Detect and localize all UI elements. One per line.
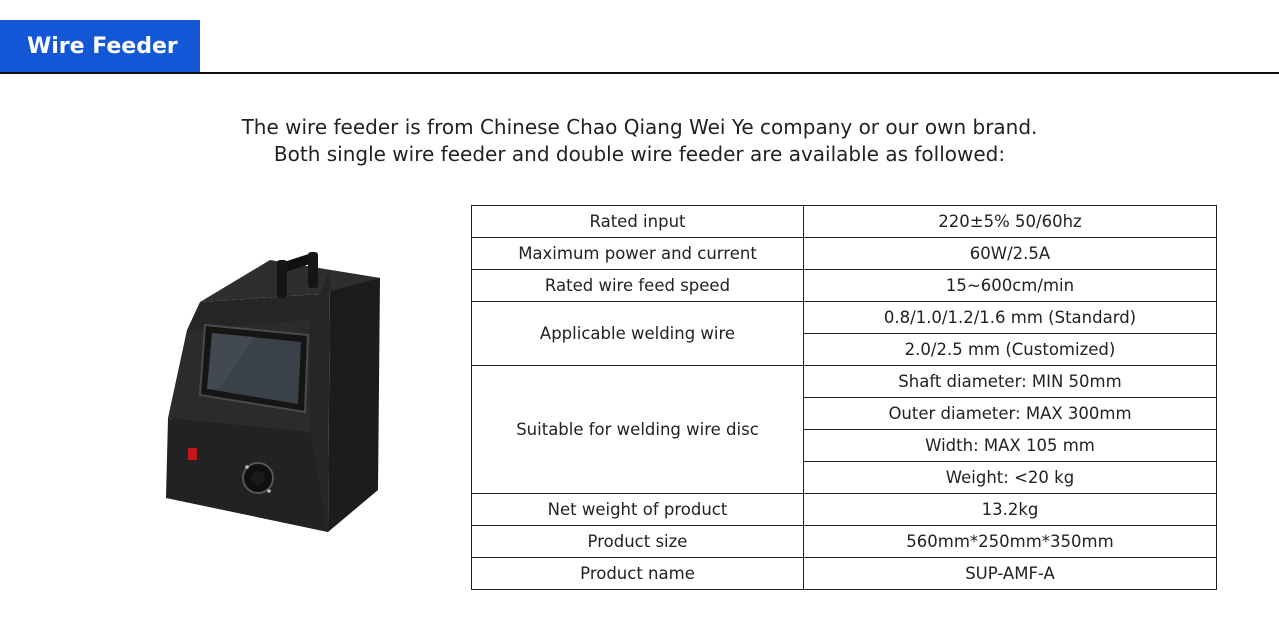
table-row: Outer diameter: MAX 300mm [472,397,1217,430]
spec-label-product-name: Product name [471,557,804,590]
spec-label-rated-input: Rated input [471,205,804,238]
wire-feeder-product-image [166,252,380,532]
spec-label-max-power: Maximum power and current [471,237,804,270]
table-row: Product name SUP-AMF-A [471,557,1217,590]
spec-value-rated-input: 220±5% 50/60hz [803,205,1217,238]
table-row: Maximum power and current 60W/2.5A [471,237,1217,270]
section-title: Wire Feeder [27,34,178,59]
spec-value-net-weight: 13.2kg [803,493,1217,526]
spec-value-product-size: 560mm*250mm*350mm [803,525,1217,558]
spec-value-width: Width: MAX 105 mm [803,429,1217,462]
table-row: 2.0/2.5 mm (Customized) [472,333,1217,366]
specifications-table: Rated input 220±5% 50/60hz Maximum power… [471,205,1217,590]
intro-line-1: The wire feeder is from Chinese Chao Qia… [241,115,1038,139]
table-row: Net weight of product 13.2kg [471,493,1217,526]
table-row: Suitable for welding wire disc Shaft dia… [471,365,1217,494]
spec-value-max-power: 60W/2.5A [803,237,1217,270]
spec-label-feed-speed: Rated wire feed speed [471,269,804,302]
spec-value-welding-wire-standard: 0.8/1.0/1.2/1.6 mm (Standard) [803,301,1217,334]
spec-label-net-weight: Net weight of product [471,493,804,526]
spec-value-welding-wire-customized: 2.0/2.5 mm (Customized) [803,333,1217,366]
spec-value-product-name: SUP-AMF-A [803,557,1217,590]
intro-text: The wire feeder is from Chinese Chao Qia… [0,114,1279,168]
spec-value-weight: Weight: <20 kg [803,461,1217,494]
spec-label-wire-disc: Suitable for welding wire disc [471,365,804,494]
spec-value-feed-speed: 15~600cm/min [803,269,1217,302]
spec-value-outer-diameter: Outer diameter: MAX 300mm [803,397,1217,430]
spec-label-product-size: Product size [471,525,804,558]
table-row: Applicable welding wire 0.8/1.0/1.2/1.6 … [471,301,1217,366]
table-row: Weight: <20 kg [472,461,1217,494]
intro-line-2: Both single wire feeder and double wire … [273,142,1006,166]
table-row: Product size 560mm*250mm*350mm [471,525,1217,558]
spec-label-welding-wire: Applicable welding wire [471,301,804,366]
header-divider [0,72,1279,74]
table-row: Rated input 220±5% 50/60hz [471,205,1217,238]
spec-value-shaft-diameter: Shaft diameter: MIN 50mm [803,365,1217,398]
table-row: Width: MAX 105 mm [472,429,1217,462]
section-title-tab: Wire Feeder [0,20,200,73]
table-row: Rated wire feed speed 15~600cm/min [471,269,1217,302]
